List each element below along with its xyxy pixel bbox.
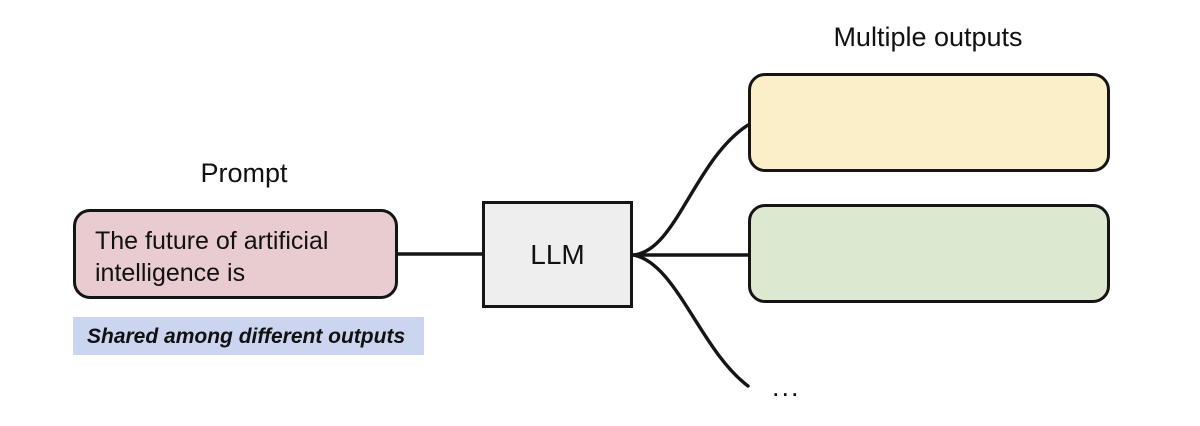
- shared-note-banner: Shared among different outputs: [73, 317, 424, 355]
- output-box-2: [748, 204, 1110, 303]
- more-outputs-ellipsis: ...: [772, 372, 801, 402]
- llm-label: LLM: [530, 238, 585, 270]
- prompt-box: The future of artificial intelligence is: [73, 209, 398, 299]
- multiple-outputs-label: Multiple outputs: [833, 22, 1023, 52]
- llm-box: LLM: [482, 201, 633, 308]
- prompt-label: Prompt: [200, 158, 288, 188]
- output-box-1: [748, 73, 1110, 172]
- connector-llm-to-more-outputs: [631, 253, 750, 388]
- connector-llm-to-output-1: [631, 123, 750, 257]
- shared-note-text: Shared among different outputs: [87, 324, 406, 348]
- prompt-text: The future of artificial intelligence is: [95, 227, 329, 287]
